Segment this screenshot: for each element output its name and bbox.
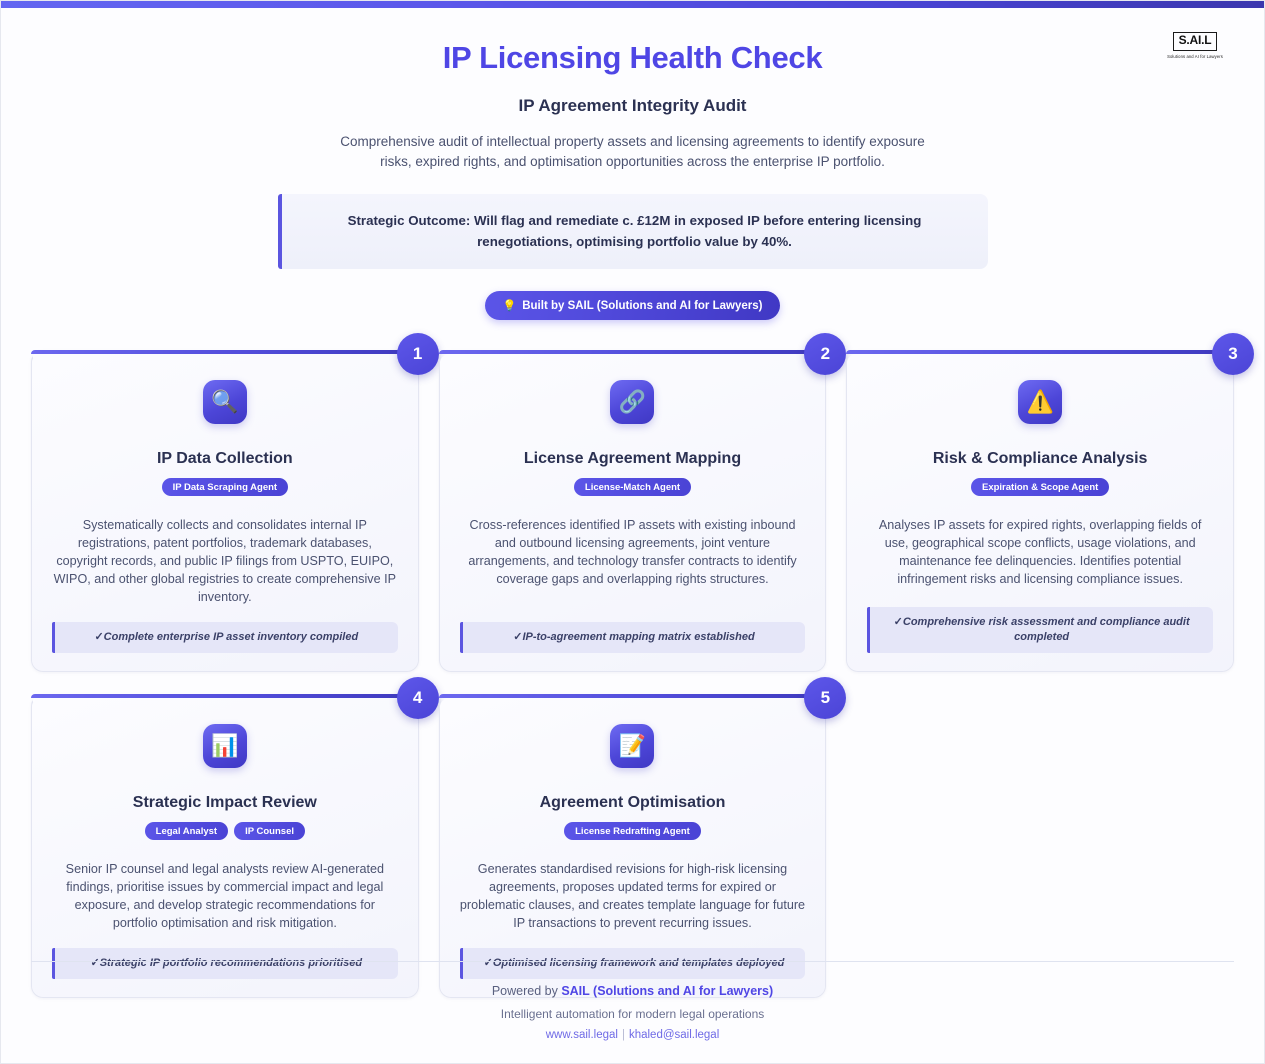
- step-tag: IP Counsel: [234, 822, 305, 840]
- memo-pencil-icon: 📝: [610, 724, 655, 768]
- step-description: Systematically collects and consolidates…: [53, 518, 396, 604]
- step-tag: Legal Analyst: [144, 822, 229, 840]
- step-tag-list: Legal Analyst IP Counsel: [52, 822, 398, 840]
- step-tag-list: Expiration & Scope Agent: [867, 478, 1213, 496]
- footer-contact: www.sail.legal|khaled@sail.legal: [31, 1029, 1234, 1041]
- step-card[interactable]: 4 📊 Strategic Impact Review Legal Analys…: [31, 677, 439, 998]
- step-tag-list: IP Data Scraping Agent: [52, 478, 398, 496]
- step-tag: License Redrafting Agent: [564, 822, 701, 840]
- step-tag: Expiration & Scope Agent: [971, 478, 1110, 496]
- step-outcome: ✓Complete enterprise IP asset inventory …: [52, 622, 398, 653]
- step-title: IP Data Collection: [156, 450, 293, 467]
- page-subtitle: IP Agreement Integrity Audit: [518, 96, 747, 115]
- step-outcome: ✓Comprehensive risk assessment and compl…: [867, 607, 1213, 653]
- warning-triangle-icon: ⚠️: [1018, 380, 1063, 424]
- step-tag: IP Data Scraping Agent: [161, 478, 289, 496]
- footer-website-link[interactable]: www.sail.legal: [545, 1029, 618, 1041]
- step-card[interactable]: 1 🔍 IP Data Collection IP Data Scraping …: [31, 333, 439, 672]
- step-outcome: ✓Optimised licensing framework and templ…: [459, 948, 806, 979]
- footer-tagline: Intelligent automation for modern legal …: [500, 1007, 765, 1021]
- step-tag-list: License-Match Agent: [460, 478, 806, 496]
- link-chain-icon: 🔗: [610, 380, 655, 424]
- check-icon: ✓: [893, 616, 903, 628]
- footer-powered-prefix: Powered by: [491, 984, 562, 998]
- step-number-badge: 1: [396, 333, 439, 375]
- step-number-badge: 5: [804, 677, 847, 719]
- step-description: Cross-references identified IP assets wi…: [468, 518, 797, 586]
- page-description: Comprehensive audit of intellectual prop…: [340, 134, 925, 169]
- step-title: Agreement Optimisation: [539, 794, 726, 811]
- step-outcome: ✓Strategic IP portfolio recommendations …: [52, 948, 398, 979]
- step-card[interactable]: 3 ⚠️ Risk & Compliance Analysis Expirati…: [846, 333, 1254, 672]
- footer-powered-by: Powered by SAIL (Solutions and AI for La…: [31, 984, 1234, 998]
- built-by-sail-label: Built by SAIL (Solutions and AI for Lawy…: [522, 299, 763, 312]
- check-icon: ✓: [94, 631, 104, 643]
- check-icon: ✓: [90, 957, 100, 969]
- step-description: Senior IP counsel and legal analysts rev…: [65, 862, 384, 930]
- step-outcome-label: Strategic IP portfolio recommendations p…: [99, 957, 363, 969]
- strategic-outcome-text: Strategic Outcome: Will flag and remedia…: [347, 213, 922, 249]
- page-title: IP Licensing Health Check: [442, 40, 823, 75]
- check-icon: ✓: [513, 631, 523, 643]
- step-card-grid: 1 🔍 IP Data Collection IP Data Scraping …: [31, 333, 1254, 998]
- logo-tagline: Solutions and AI for Lawyers: [1167, 53, 1223, 59]
- step-tag: License-Match Agent: [573, 478, 692, 496]
- step-tag-list: License Redrafting Agent: [460, 822, 806, 840]
- strategic-outcome-callout: Strategic Outcome: Will flag and remedia…: [277, 194, 988, 269]
- step-title: Risk & Compliance Analysis: [932, 450, 1148, 467]
- step-card[interactable]: 2 🔗 License Agreement Mapping License-Ma…: [438, 333, 847, 672]
- step-outcome-label: IP-to-agreement mapping matrix establish…: [522, 631, 755, 643]
- step-title: License Agreement Mapping: [523, 450, 742, 467]
- check-icon: ✓: [483, 957, 493, 969]
- step-number-badge: 3: [1211, 333, 1254, 375]
- step-outcome-label: Comprehensive risk assessment and compli…: [902, 616, 1190, 643]
- step-description: Analyses IP assets for expired rights, o…: [878, 518, 1202, 586]
- step-description: Generates standardised revisions for hig…: [459, 862, 806, 930]
- built-by-sail-badge[interactable]: 💡 Built by SAIL (Solutions and AI for La…: [484, 291, 781, 320]
- sail-logo: S.AI.L Solutions and AI for Lawyers: [1164, 31, 1226, 59]
- page-header: IP Licensing Health Check IP Agreement I…: [1, 8, 1264, 320]
- step-outcome-label: Complete enterprise IP asset inventory c…: [103, 631, 359, 643]
- footer-separator: |: [621, 1029, 625, 1041]
- top-accent-bar: [1, 1, 1264, 8]
- step-outcome-label: Optimised licensing framework and templa…: [492, 957, 785, 969]
- step-card[interactable]: 5 📝 Agreement Optimisation License Redra…: [438, 677, 847, 998]
- lightbulb-icon: 💡: [502, 300, 517, 312]
- page-footer: Powered by SAIL (Solutions and AI for La…: [31, 961, 1234, 1041]
- step-number-badge: 2: [804, 333, 847, 375]
- magnifying-glass-icon: 🔍: [202, 380, 247, 424]
- bar-chart-icon: 📊: [202, 724, 247, 768]
- step-title: Strategic Impact Review: [132, 794, 317, 811]
- step-outcome: ✓IP-to-agreement mapping matrix establis…: [459, 622, 806, 653]
- footer-email-link[interactable]: khaled@sail.legal: [628, 1029, 720, 1041]
- footer-brand-link[interactable]: SAIL (Solutions and AI for Lawyers): [561, 984, 774, 998]
- logo-mark: S.AI.L: [1172, 32, 1218, 51]
- step-number-badge: 4: [396, 677, 439, 719]
